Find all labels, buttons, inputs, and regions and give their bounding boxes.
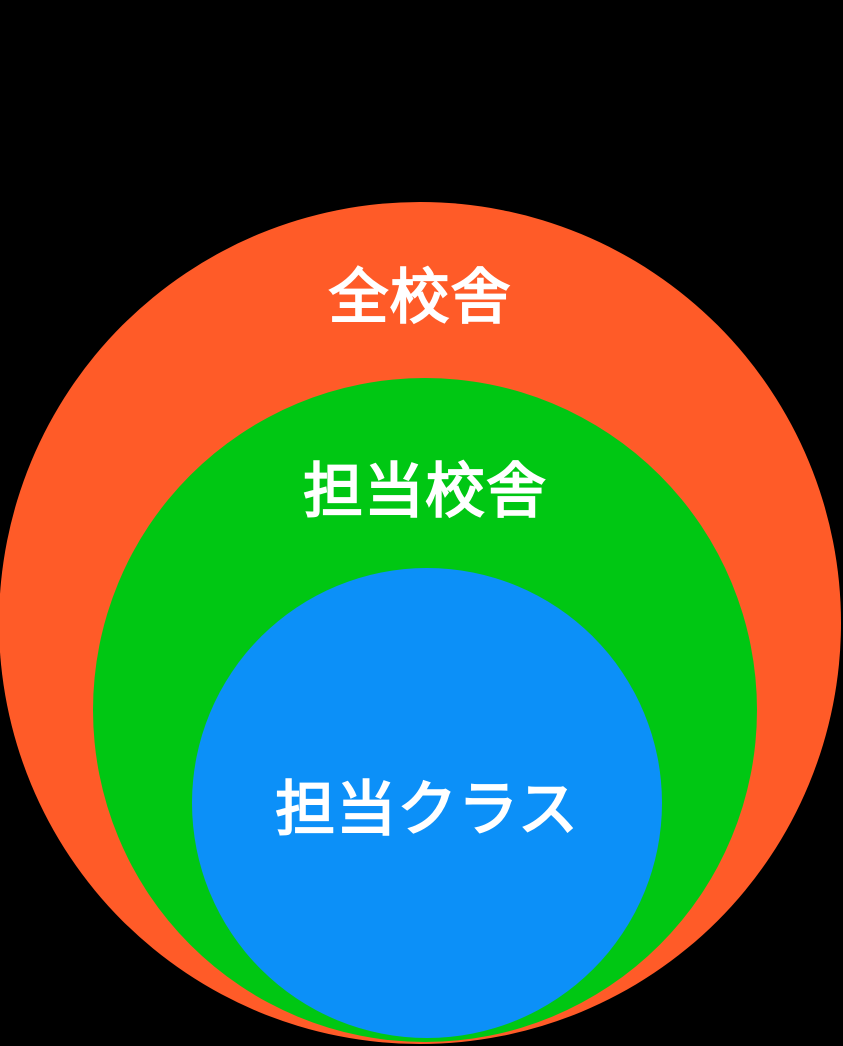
inner-circle-label: 担当クラス <box>275 775 579 845</box>
inner-circle-assigned-class: 担当クラス <box>192 568 662 1038</box>
outer-circle-label: 全校舎 <box>328 263 512 333</box>
middle-circle-label: 担当校舎 <box>303 457 547 527</box>
